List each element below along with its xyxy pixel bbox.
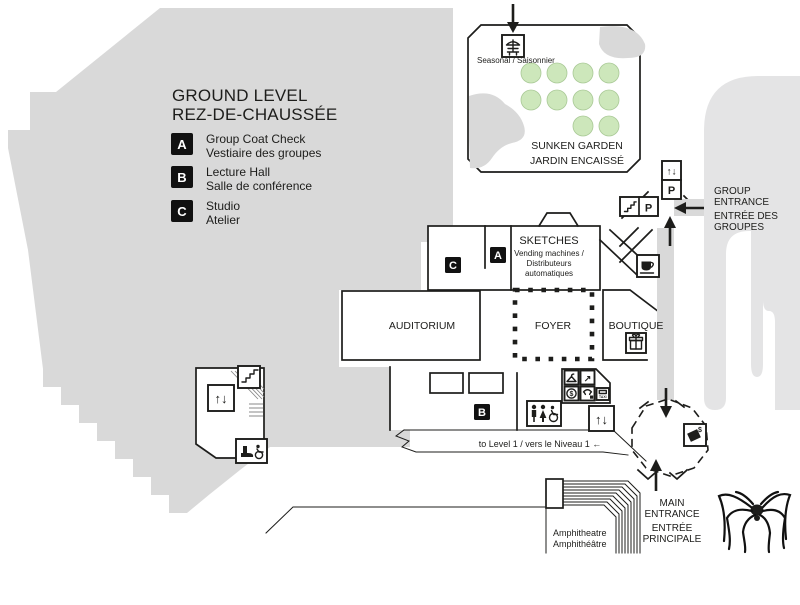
sketches-label: SKETCHES <box>519 235 578 247</box>
legend-badge-a-letter: A <box>177 137 187 152</box>
legend-badge-a <box>171 133 193 155</box>
vending-line1: Vending machines / <box>514 249 585 258</box>
parking-icon-group-entrance: P <box>661 179 682 200</box>
svg-text:P: P <box>645 203 652 215</box>
small-room-1 <box>429 372 464 394</box>
amphitheatre-terraces <box>562 480 641 554</box>
tickets-icon: $ <box>683 423 707 447</box>
toilets-icon <box>526 400 562 427</box>
currency-exchange-icon: $ <box>563 385 580 402</box>
level1-walkway: to Level 1 / vers le Niveau 1 ← <box>394 429 647 462</box>
group-entrance-label: GROUP ENTRANCE ENTRÉE DES GROUPES <box>714 186 778 233</box>
arrow-up-right-icon: ↗ <box>579 369 596 386</box>
map-badge-b: B <box>478 407 486 419</box>
map-badge-a: A <box>494 250 502 262</box>
auditorium-room <box>341 290 481 361</box>
legend-c-en: Studio <box>206 199 240 213</box>
boutique-label: BOUTIQUE <box>609 320 664 332</box>
room-labels: SKETCHES Vending machines / Distributeur… <box>389 235 664 332</box>
main-entrance-label: MAIN ENTRANCE ENTRÉE PRINCIPALE <box>643 498 702 545</box>
svg-text:GROUP: GROUP <box>714 186 751 197</box>
coat-check-block <box>427 225 601 291</box>
taxi-icon: TAXI <box>595 387 610 401</box>
garden-name-en: SUNKEN GARDEN <box>531 140 623 152</box>
svg-text:$: $ <box>698 427 702 434</box>
small-room-2 <box>468 372 504 394</box>
seasonal-umbrella-icon <box>501 34 525 58</box>
map-title: GROUND LEVEL REZ-DE-CHAUSSÉE <box>172 86 337 124</box>
svg-text:ENTRÉE DES: ENTRÉE DES <box>714 209 778 222</box>
svg-text:PRINCIPALE: PRINCIPALE <box>643 534 702 545</box>
vending-line2: Distributeurs <box>527 259 572 268</box>
toilet-accessible-icon <box>235 438 268 464</box>
elevator-icon-left: ↑↓ <box>207 384 235 412</box>
watermark-letter <box>704 76 800 410</box>
map-badge-c: C <box>449 260 457 272</box>
svg-text:ENTRÉE: ENTRÉE <box>652 521 693 534</box>
garden-entry-arrow <box>507 4 519 33</box>
title-line1: GROUND LEVEL <box>172 86 308 105</box>
legend-badge-b-letter: B <box>177 170 186 185</box>
svg-text:P: P <box>668 185 675 197</box>
elevator-icon-group-entrance: ↑↓ <box>661 160 682 181</box>
amphitheatre-label-fr: Amphithéâtre <box>553 539 607 549</box>
title-line2: REZ-DE-CHAUSSÉE <box>172 105 337 124</box>
vending-line3: automatiques <box>525 269 573 278</box>
svg-text:MAIN: MAIN <box>660 498 685 509</box>
room-walls <box>341 190 704 431</box>
svg-text:↑↓: ↑↓ <box>667 167 677 178</box>
building-footprint <box>8 8 453 513</box>
group-entrance-arrow <box>674 202 704 214</box>
cafe-icon <box>636 254 660 278</box>
main-entrance-lobby <box>631 398 709 481</box>
svg-text:↑↓: ↑↓ <box>595 412 608 427</box>
boutique-gift-icon <box>625 332 647 354</box>
legend-a-en: Group Coat Check <box>206 132 306 146</box>
legend-badge-b <box>171 166 193 188</box>
auditorium-label: AUDITORIUM <box>389 320 455 332</box>
legend-badge-c <box>171 200 193 222</box>
legend-b-fr: Salle de conférence <box>206 179 312 193</box>
svg-text:GROUPES: GROUPES <box>714 222 764 233</box>
stairs-icon <box>237 365 261 389</box>
legend-a-fr: Vestiaire des groupes <box>206 146 321 160</box>
garden-planting-beds <box>469 26 646 169</box>
svg-text:$: $ <box>570 391 574 398</box>
legend-badge-c-letter: C <box>177 204 187 219</box>
telephone-icon <box>579 385 596 402</box>
main-entrance-arrow <box>650 459 662 491</box>
elevator-icon-centre: ↑↓ <box>588 405 615 432</box>
amphitheatre-label-en: Amphitheatre <box>553 528 607 538</box>
svg-text:ENTRANCE: ENTRANCE <box>644 509 699 520</box>
corridor-up-arrow <box>664 216 676 246</box>
svg-text:TAXI: TAXI <box>599 395 607 399</box>
ramp-corridor <box>657 199 704 400</box>
stair-tower: ↑↓ <box>195 365 268 464</box>
legend-c-fr: Atelier <box>206 213 240 227</box>
legend-b-en: Lecture Hall <box>206 165 270 179</box>
foyer-label: FOYER <box>535 320 572 332</box>
legend: A Group Coat Check Vestiaire des groupes… <box>171 132 321 227</box>
svg-text:↑↓: ↑↓ <box>215 391 228 406</box>
sunken-garden: Seasonal / Saisonnier SUNKEN GARDEN JARD… <box>467 4 646 173</box>
seasonal-label: Seasonal / Saisonnier <box>477 56 555 65</box>
garden-trees <box>520 62 620 137</box>
coat-hanger-icon <box>563 369 580 386</box>
map-badges: A C B <box>445 247 506 420</box>
amphitheatre: Amphitheatre Amphithéâtre <box>265 478 641 554</box>
spider-sculpture <box>717 490 792 554</box>
svg-text:↗: ↗ <box>584 374 592 384</box>
sketches-bump <box>537 212 580 228</box>
escalator-parking-icons: P <box>619 196 659 217</box>
svg-text:ENTRANCE: ENTRANCE <box>714 197 769 208</box>
to-level1-label: to Level 1 / vers le Niveau 1 ← <box>479 439 602 449</box>
garden-name-fr: JARDIN ENCAISSÉ <box>530 154 624 167</box>
corridor-down-arrow <box>660 388 672 418</box>
services-cluster: ↗ $ TAXI <box>561 368 611 404</box>
